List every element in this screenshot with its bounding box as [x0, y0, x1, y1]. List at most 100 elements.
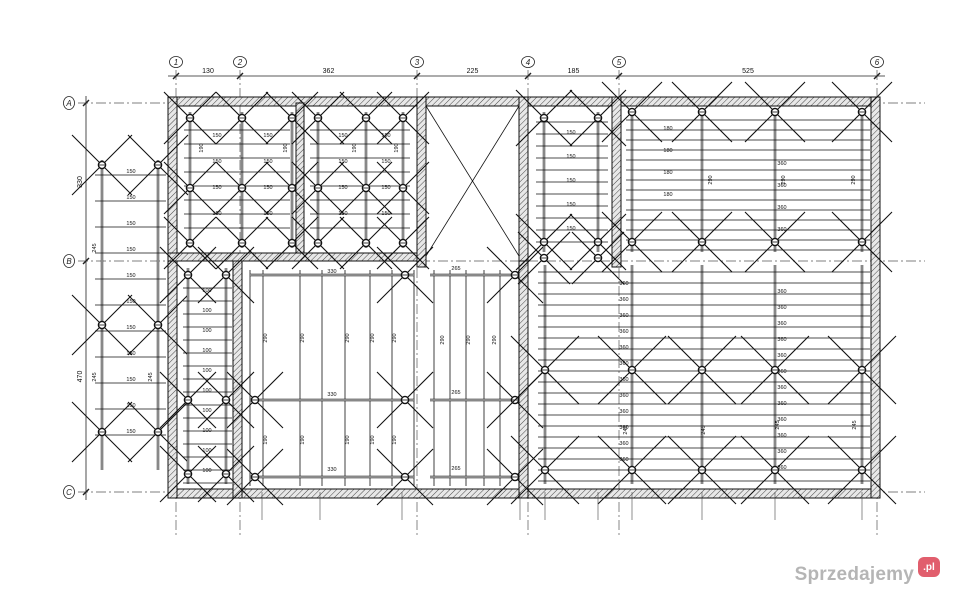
- joist-label: 360: [619, 393, 628, 399]
- joist-label: 150: [263, 211, 272, 217]
- shore-prop: [127, 294, 189, 356]
- grid-axis-bubble: [63, 485, 75, 499]
- beam-label: 245: [92, 243, 98, 252]
- grid-axis-bubble: [612, 56, 626, 68]
- watermark-badge: .pl: [918, 557, 940, 577]
- joist-label: 180: [663, 192, 672, 198]
- shore-prop: [226, 448, 284, 506]
- beam-label: 265: [451, 466, 460, 472]
- shore-prop: [831, 211, 893, 273]
- joist-label: 360: [777, 321, 786, 327]
- dimension-value-top: 362: [323, 68, 335, 75]
- shore-prop: [71, 401, 133, 463]
- joist-label: 360: [619, 329, 628, 335]
- walls: [167, 96, 881, 499]
- joist-label: 150: [126, 325, 135, 331]
- shore-prop: [215, 91, 269, 145]
- joist-label: 360: [619, 457, 628, 463]
- shore-prop: [71, 134, 133, 196]
- joist-label: 150: [566, 226, 575, 232]
- beam-label: 290: [466, 335, 472, 344]
- shore-prop: [215, 216, 269, 270]
- dimension-value-left: 470: [77, 371, 84, 383]
- grid-axis-bubble: [233, 56, 247, 68]
- joist-label: 180: [663, 126, 672, 132]
- dimension-tick: [524, 72, 532, 80]
- shore-prop: [601, 81, 663, 143]
- shore-prop: [740, 435, 810, 505]
- dimension-tick: [873, 72, 881, 80]
- shore-prop: [744, 211, 806, 273]
- grid-axis-bubble: [521, 56, 535, 68]
- shore-prop: [515, 213, 573, 271]
- joist-label: 360: [777, 183, 786, 189]
- shore-prop: [339, 161, 393, 215]
- joist-label: 360: [619, 345, 628, 351]
- joist-label: 360: [777, 227, 786, 233]
- shore-prop: [740, 335, 810, 405]
- beam-label: 330: [327, 392, 336, 398]
- wall-segment: [416, 96, 427, 268]
- joist-label: 150: [566, 130, 575, 136]
- joist-label: 150: [126, 299, 135, 305]
- grid-axis-label: A: [65, 99, 71, 108]
- shore-prop: [291, 216, 345, 270]
- grid-axis-bubble: [63, 96, 75, 110]
- shore-prop: [265, 91, 319, 145]
- shore-prop: [510, 435, 580, 505]
- beam-label: 330: [327, 269, 336, 275]
- dimension-value-left: 330: [77, 176, 84, 188]
- joist-label: 150: [212, 133, 221, 139]
- joist-label: 360: [777, 337, 786, 343]
- joist-label: 100: [202, 308, 211, 314]
- grid-axis-label: B: [66, 257, 72, 266]
- joist-label: 100: [202, 428, 211, 434]
- beam-label: 245: [623, 425, 629, 434]
- dimension-tick: [82, 257, 90, 265]
- wall-segment: [232, 255, 243, 499]
- joist-label: 360: [777, 161, 786, 167]
- grid-axis-bubble: [410, 56, 424, 68]
- shore-prop: [744, 81, 806, 143]
- joist-label: 150: [126, 195, 135, 201]
- shore-prop: [339, 91, 393, 145]
- shore-prop: [265, 161, 319, 215]
- beam-label: 190: [352, 143, 358, 152]
- shore-prop: [571, 231, 625, 285]
- beam-label: 290: [392, 333, 398, 342]
- joist-label: 360: [619, 281, 628, 287]
- joist-label: 100: [202, 468, 211, 474]
- joist-label: 100: [202, 328, 211, 334]
- shore-prop: [197, 246, 255, 304]
- joist-label: 360: [619, 377, 628, 383]
- wall-segment: [870, 96, 881, 499]
- beam-label: 190: [370, 435, 376, 444]
- beam-label: 190: [283, 143, 289, 152]
- shore-prop: [569, 89, 627, 147]
- shore-prop: [265, 216, 319, 270]
- beam-label: 290: [345, 333, 351, 342]
- grid-axis-label: C: [66, 488, 72, 497]
- joist-label: 150: [126, 377, 135, 383]
- shore-prop: [215, 161, 269, 215]
- joist-label: 360: [619, 297, 628, 303]
- shore-prop: [226, 371, 284, 429]
- joist-label: 150: [263, 185, 272, 191]
- beam-label: 265: [451, 266, 460, 272]
- beam-label: 290: [263, 333, 269, 342]
- dimension-value-top: 185: [568, 68, 580, 75]
- joist-label: 100: [202, 388, 211, 394]
- joist-label: 150: [566, 154, 575, 160]
- joist-label: 150: [263, 133, 272, 139]
- formwork-system: [71, 81, 897, 520]
- dimension-tick: [172, 72, 180, 80]
- joist-label: 150: [212, 185, 221, 191]
- joist-label: 180: [663, 170, 672, 176]
- joist-label: 180: [663, 148, 672, 154]
- joist-label: 360: [619, 313, 628, 319]
- joist-label: 100: [202, 288, 211, 294]
- joist-label: 150: [212, 159, 221, 165]
- shore-prop: [486, 246, 544, 304]
- grid-axis-label: 6: [875, 58, 880, 67]
